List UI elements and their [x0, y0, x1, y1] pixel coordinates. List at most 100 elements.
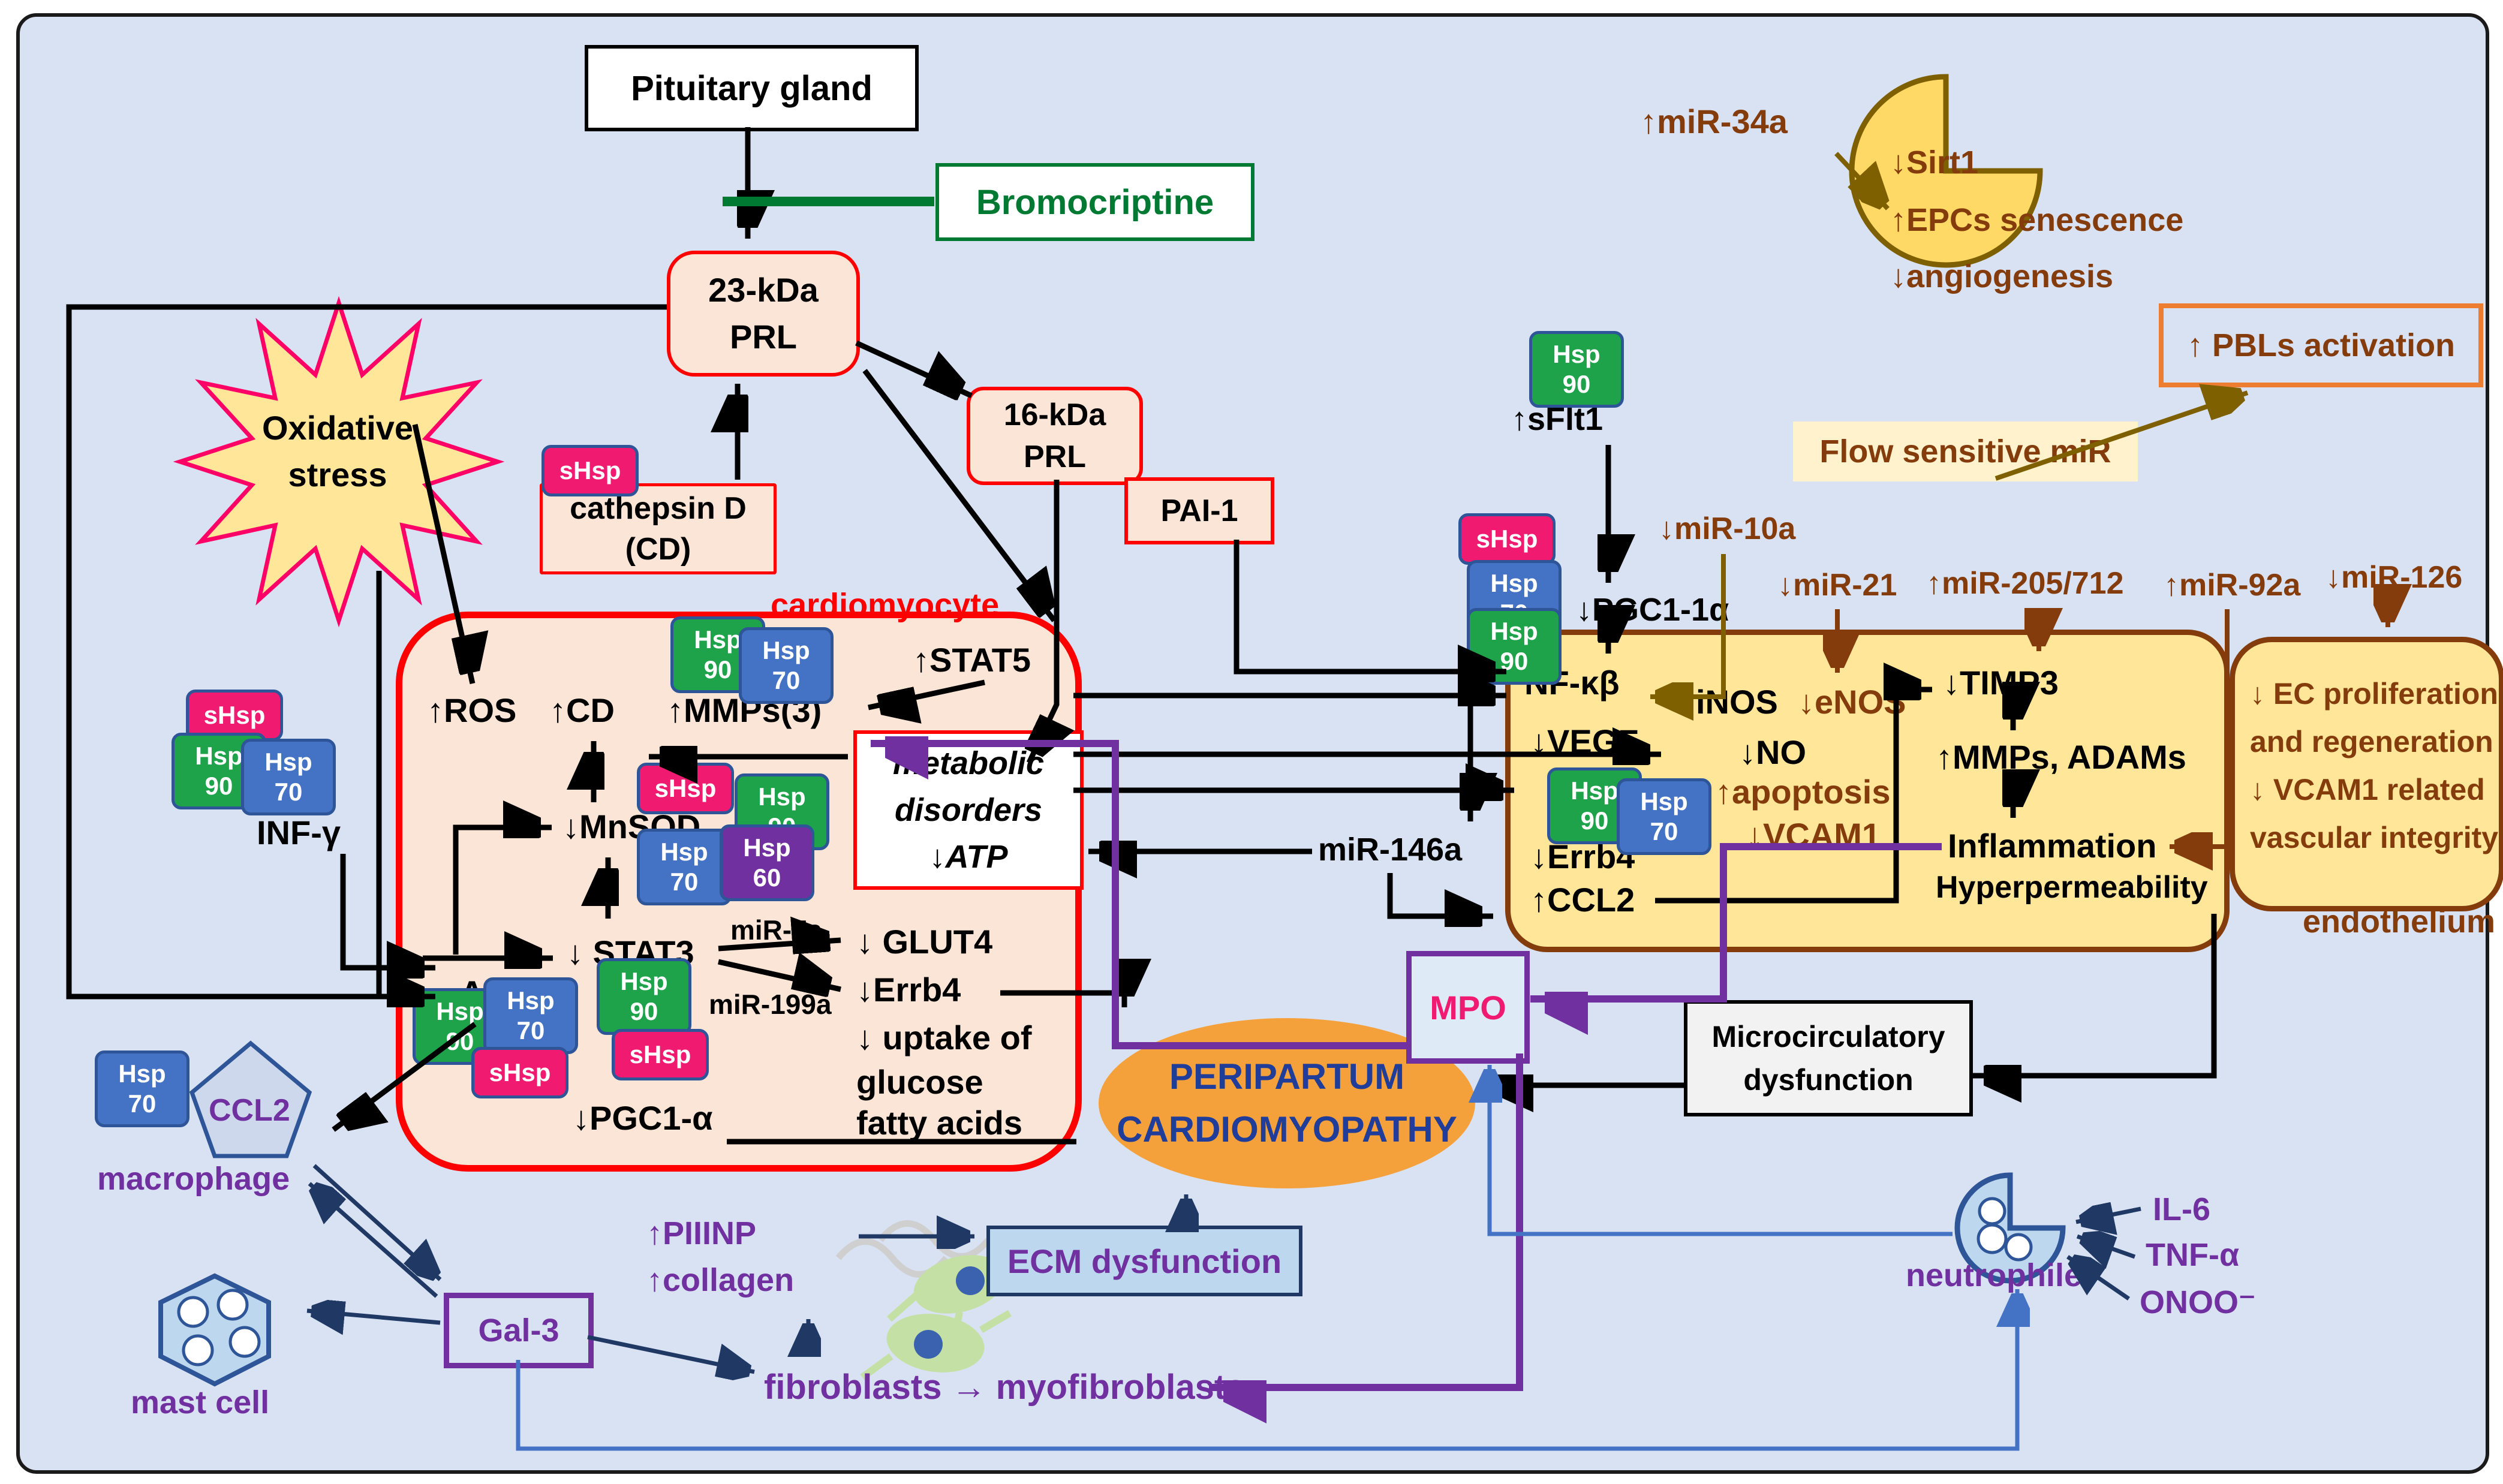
pituitary-gland-box: Pituitary gland — [585, 45, 919, 131]
epc-pacman-shape — [1849, 74, 2043, 268]
badge-label: Hsp — [1490, 617, 1538, 645]
stat5-label: ↑STAT5 — [913, 641, 1031, 679]
badge-label: sHsp — [203, 701, 266, 729]
glut4-label: ↓ GLUT4 — [856, 923, 993, 961]
myofibroblasts-word: myofibroblasts — [995, 1368, 1246, 1407]
mir146a-label: miR-146a — [1318, 832, 1463, 868]
flow-mir-label: Flow sensitive miR — [1819, 434, 2111, 469]
mast-granule — [182, 1334, 214, 1366]
badge-label: 70 — [128, 1089, 157, 1118]
inflammation-label: Inflammation — [1948, 827, 2157, 865]
endothelium-label: endothelium — [2303, 904, 2495, 940]
badge-label: 90 — [1562, 370, 1591, 398]
mast-granule — [177, 1296, 209, 1328]
pituitary-label: Pituitary gland — [631, 68, 873, 108]
pgc1a-label: ↓PGC1-α — [573, 1099, 713, 1137]
neutrophile-granule — [1978, 1197, 2006, 1226]
piiinp-label: ↑PIIINP — [646, 1215, 757, 1251]
badge-label: Hsp — [758, 782, 806, 811]
badge-label: sHsp — [654, 774, 717, 802]
badge-label: Hsp — [694, 625, 742, 654]
sirt1-label: ↓Sirt1 — [1890, 145, 1979, 180]
mpo-box: MPO — [1406, 951, 1530, 1064]
cathepsin-box: cathepsin D (CD) — [540, 483, 777, 574]
metabolic-disorders-box: metabolic disorders ↓ATP — [853, 730, 1084, 890]
bromocriptine-box: Bromocriptine — [935, 163, 1254, 241]
mir7a-label: miR-7a — [730, 914, 823, 946]
inos-label: ↓iNOS — [1679, 683, 1778, 721]
badge-label: Hsp — [762, 636, 810, 664]
badge-label: Hsp — [1553, 340, 1601, 368]
mir92a-label: ↑miR-92a — [2164, 568, 2301, 603]
pbls-activation-box: ↑ PBLs activation — [2159, 303, 2483, 387]
badge-label: 90 — [204, 772, 233, 800]
cd-label: ↑CD — [549, 691, 615, 729]
badge-label: sHsp — [1476, 525, 1538, 553]
gal3-box: Gal-3 — [444, 1293, 594, 1368]
shsp-badge: sHsp — [612, 1029, 709, 1080]
mast-granule — [216, 1289, 249, 1321]
bromocriptine-label: Bromocriptine — [976, 182, 1214, 222]
il6-label: IL-6 — [2153, 1191, 2211, 1227]
ppcm-line1: PERIPARTUM — [1169, 1056, 1405, 1097]
ccl2-endo-label: ↑CCL2 — [1530, 881, 1635, 919]
badge-label: Hsp — [1640, 787, 1688, 815]
uptake-line3: fatty acids — [856, 1104, 1022, 1142]
timp3-label: ↓TIMP3 — [1943, 664, 2059, 702]
mir10a-label: ↓miR-10a — [1659, 511, 1796, 546]
macrophage-shape — [189, 1040, 312, 1158]
pai1-label: PAI-1 — [1160, 493, 1238, 528]
ec-effects-cell — [2230, 637, 2503, 911]
ros-label: ↑ROS — [427, 691, 517, 729]
mpo-label: MPO — [1430, 988, 1506, 1027]
oxidative-stress-label: Oxidative stress — [239, 405, 437, 498]
mir34a-label: ↑miR-34a — [1640, 103, 1788, 140]
flow-sensitive-mir-box: Flow sensitive miR — [1793, 422, 2138, 481]
fibroblasts-word: fibroblasts — [764, 1368, 942, 1407]
prl-16kda-box: 16-kDa PRL — [967, 387, 1143, 485]
neutrophile-granule — [1976, 1223, 2008, 1254]
metabolic-line2: disorders — [894, 792, 1043, 828]
ppcm-line2: CARDIOMYOPATHY — [1117, 1109, 1457, 1149]
vcam1-label: ↓VCAM1 — [1746, 816, 1881, 854]
onoo-label: ONOO⁻ — [2140, 1284, 2256, 1320]
shsp-badge: sHsp — [471, 1047, 568, 1098]
prl16-line2: PRL — [1024, 440, 1086, 474]
fibro-arrow-glyph: → — [951, 1368, 986, 1407]
mast-cell-label: mast cell — [131, 1384, 270, 1420]
badge-label: Hsp — [507, 986, 555, 1015]
ccl2-pentagon-label: CCL2 — [209, 1093, 290, 1128]
badge-label: Hsp — [436, 997, 484, 1025]
badge-label: 90 — [1580, 806, 1609, 835]
apoptosis-label: ↑apoptosis — [1715, 773, 1891, 811]
badge-label: 70 — [516, 1016, 545, 1044]
hyperpermeability-label: Hyperpermeability — [1936, 870, 2208, 905]
badge-label: 90 — [1500, 647, 1529, 675]
prl23-line2: PRL — [730, 318, 797, 356]
badge-label: Hsp — [1490, 569, 1538, 597]
epcs-label: ↑EPCs senescence — [1890, 202, 2184, 238]
uptake-line2: glucose — [856, 1063, 983, 1101]
badge-label: 90 — [703, 655, 732, 684]
ecm-dysfunction-box: ECM dysfunction — [986, 1226, 1302, 1296]
cardiomyocyte-label: cardiomyocyte — [771, 587, 1000, 623]
badge-label: sHsp — [559, 456, 621, 484]
ec-line3: ↓ VCAM1 related — [2250, 773, 2485, 806]
pai1-box: PAI-1 — [1124, 477, 1274, 544]
prl-23kda-box: 23-kDa PRL — [667, 251, 860, 377]
badge-label: 70 — [274, 778, 303, 806]
neutrophile-label: neutrophile — [1906, 1257, 2082, 1293]
mir21-label: ↓miR-21 — [1777, 568, 1897, 603]
neutrophile-granule — [2004, 1233, 2033, 1262]
badge-label: Hsp — [118, 1059, 166, 1088]
badge-label: 70 — [1650, 817, 1678, 845]
pgc11a-label: ↓PGC1-1α — [1576, 592, 1729, 628]
